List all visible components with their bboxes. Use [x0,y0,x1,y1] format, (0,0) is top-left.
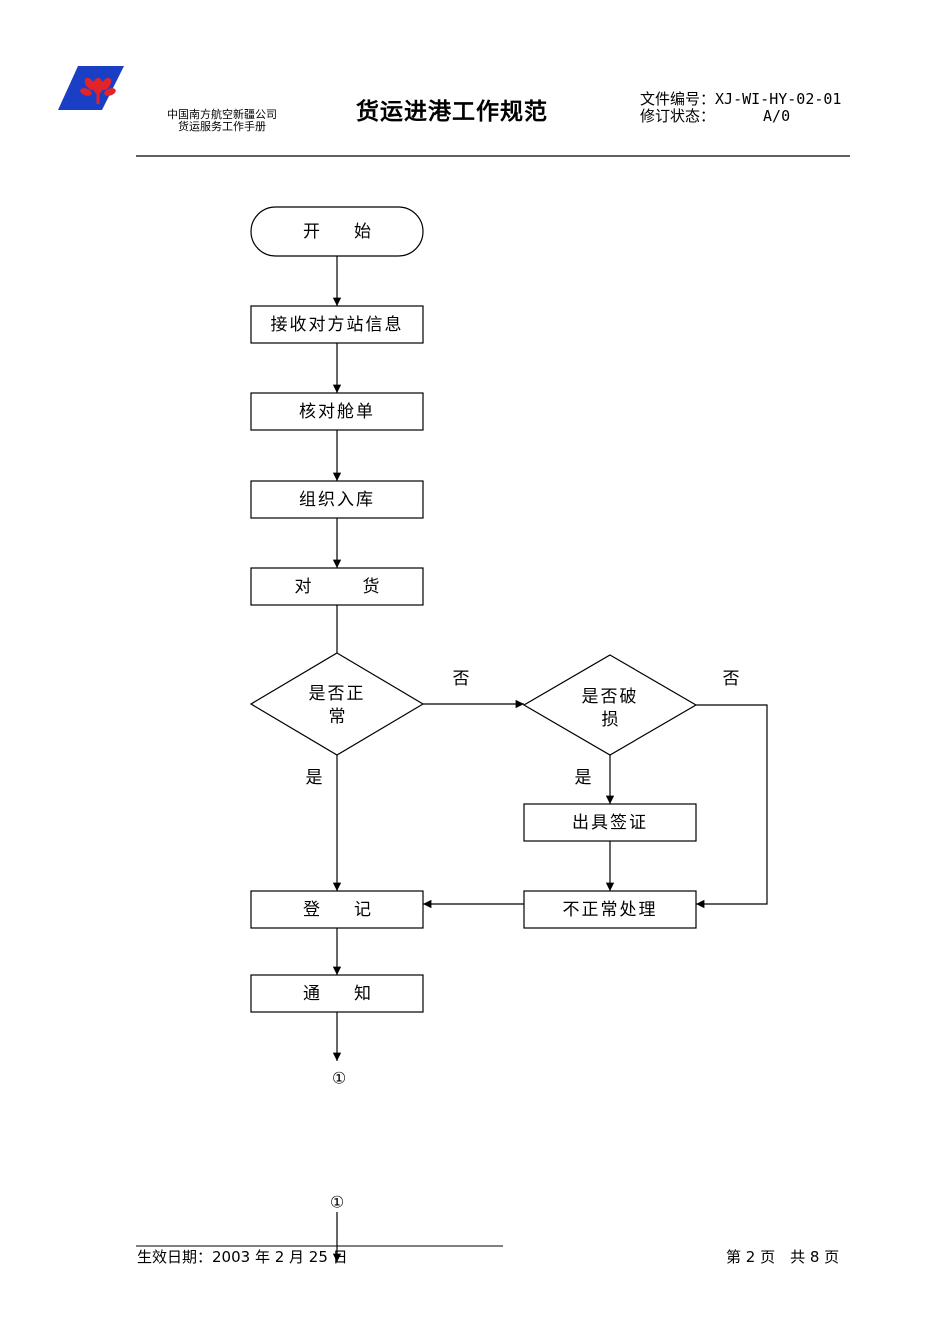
page-connector-in: ① [330,1193,344,1212]
arrow-damaged-no [696,704,768,909]
no-label-damaged: 否 [723,669,740,689]
is-normal-label-1: 是否正 [309,684,366,704]
company-line-2: 货运服务工作手册 [178,120,266,133]
is-normal-label-2: 常 [329,707,346,727]
register-label: 登 记 [303,900,371,920]
notify-label: 通 知 [303,984,371,1004]
is-damaged-label-2: 损 [602,710,619,730]
no-label-normal: 否 [453,669,470,689]
doc-number: XJ-WI-HY-02-01 [715,90,842,108]
check-goods-label: 对 货 [295,577,380,597]
airline-logo-icon [58,66,124,110]
warehouse-label: 组织入库 [299,490,375,510]
receive-info-label: 接收对方站信息 [271,315,404,335]
revision-row: 修订状态： A/0 [640,105,790,126]
yes-label-damaged: 是 [575,768,592,788]
certificate-label: 出具签证 [572,813,648,833]
page-number: 第 2 页 共 8 页 [726,1248,840,1266]
irregular-label: 不正常处理 [563,900,658,920]
revision-value: A/0 [763,107,791,125]
doc-number-row: 文件编号：XJ-WI-HY-02-01 [640,88,841,109]
effective-date: 生效日期：2003 年 2 月 25 日 [137,1248,348,1266]
revision-label: 修订状态： [640,107,716,125]
doc-number-label: 文件编号： [640,90,716,108]
document-title: 货运进港工作规范 [356,99,548,125]
start-label: 开 始 [303,222,371,242]
is-normal-decision [249,652,425,756]
yes-label-normal: 是 [306,768,323,788]
company-name: 中国南方航空新疆公司 货运服务工作手册 [160,109,284,133]
page-connector-out: ① [332,1069,346,1088]
is-damaged-label-1: 是否破 [582,687,639,707]
company-line-1: 中国南方航空新疆公司 [167,108,277,121]
check-manifest-label: 核对舱单 [299,402,375,422]
